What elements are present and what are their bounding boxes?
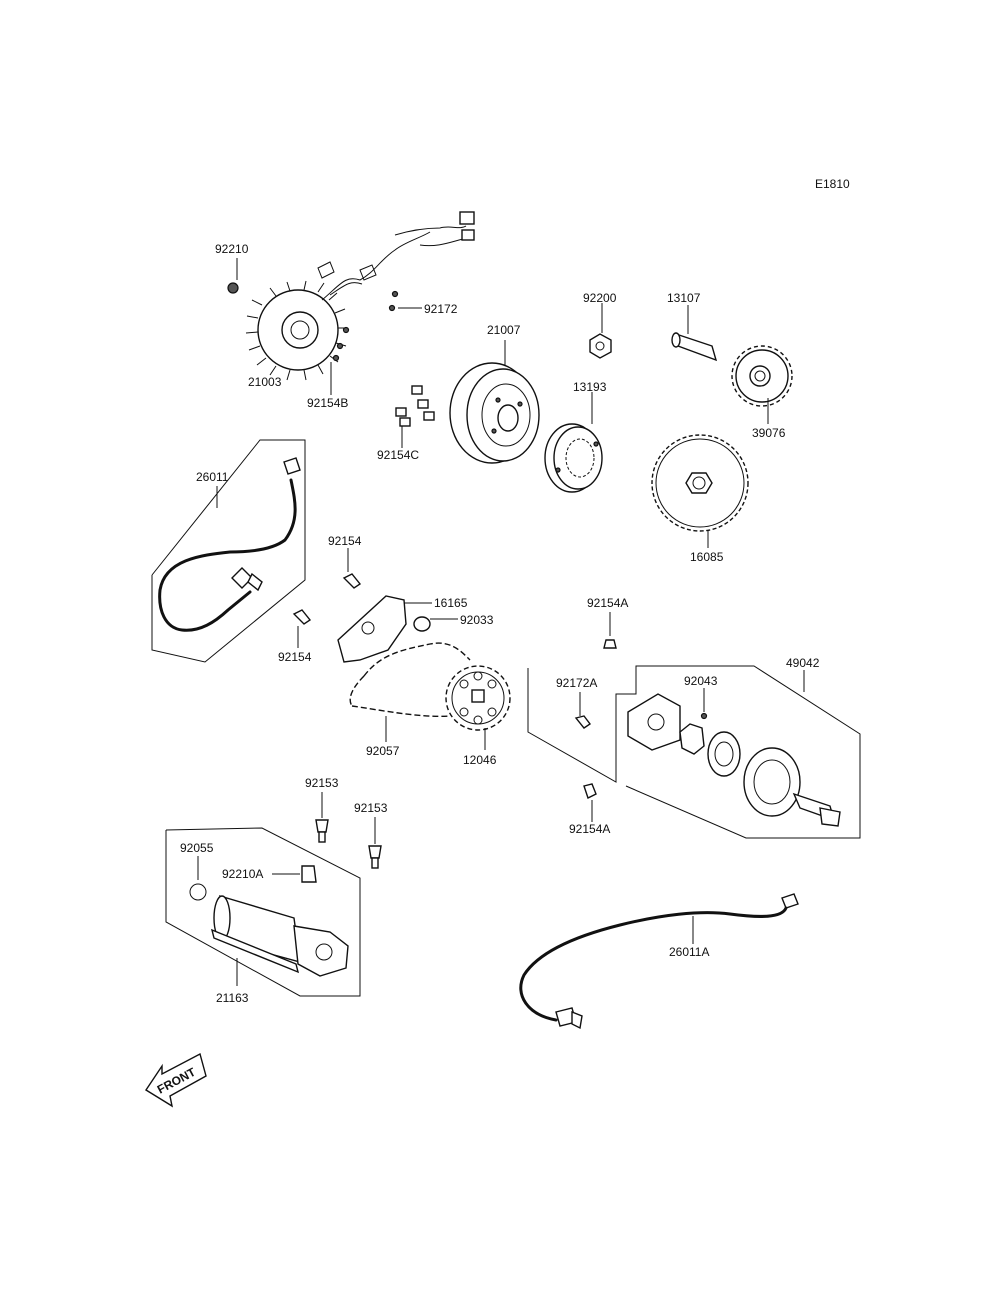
clutch-13193	[544, 423, 603, 493]
label-92154-top: 92154	[328, 534, 362, 548]
label-92154A-top: 92154A	[587, 596, 628, 610]
label-21163: 21163	[216, 991, 249, 1005]
label-92200: 92200	[583, 291, 617, 305]
label-16085: 16085	[690, 550, 724, 564]
label-49042: 49042	[786, 656, 820, 670]
bolts-92154c	[395, 385, 435, 427]
flywheel	[449, 362, 540, 464]
sprocket-12046	[445, 665, 511, 731]
chain-92057	[349, 642, 471, 718]
diagram-code: E1810	[815, 177, 850, 191]
label-92057: 92057	[366, 744, 400, 758]
label-26011: 26011	[196, 470, 229, 484]
label-92154B: 92154B	[307, 396, 348, 410]
label-92033: 92033	[460, 613, 494, 627]
label-92210A: 92210A	[222, 867, 263, 881]
label-13193: 13193	[573, 380, 607, 394]
label-12046: 12046	[463, 753, 497, 767]
label-92154-left: 92154	[278, 650, 312, 664]
label-92154A-bottom: 92154A	[569, 822, 610, 836]
sprocket-16085	[651, 434, 749, 532]
stator-assembly	[245, 211, 475, 381]
lead-26011	[158, 457, 301, 632]
group-box-49042	[527, 665, 861, 839]
group-box-26011	[151, 439, 306, 663]
shaft-13107	[671, 332, 718, 362]
label-21003: 21003	[248, 375, 282, 389]
group-box-21163	[165, 827, 361, 997]
label-92154C: 92154C	[377, 448, 419, 462]
label-26011A: 26011A	[669, 945, 709, 959]
label-92172A: 92172A	[556, 676, 597, 690]
chain-cover-16165	[337, 595, 407, 663]
label-92172: 92172	[424, 302, 458, 316]
label-13107: 13107	[667, 291, 701, 305]
label-16165: 16165	[434, 596, 468, 610]
label-39076: 39076	[752, 426, 786, 440]
label-92153-b: 92153	[354, 801, 388, 815]
front-arrow-icon: FRONT	[145, 1052, 207, 1108]
starter-motor-21163	[210, 895, 349, 977]
gear-39076	[731, 345, 793, 407]
label-92210: 92210	[215, 242, 249, 256]
label-21007: 21007	[487, 323, 521, 337]
screws-92172	[332, 290, 399, 362]
starter-clutch-49042	[627, 693, 841, 827]
lead-26011a	[519, 893, 799, 1030]
label-92055: 92055	[180, 841, 214, 855]
label-92043: 92043	[684, 674, 718, 688]
label-92153-a: 92153	[305, 776, 339, 790]
